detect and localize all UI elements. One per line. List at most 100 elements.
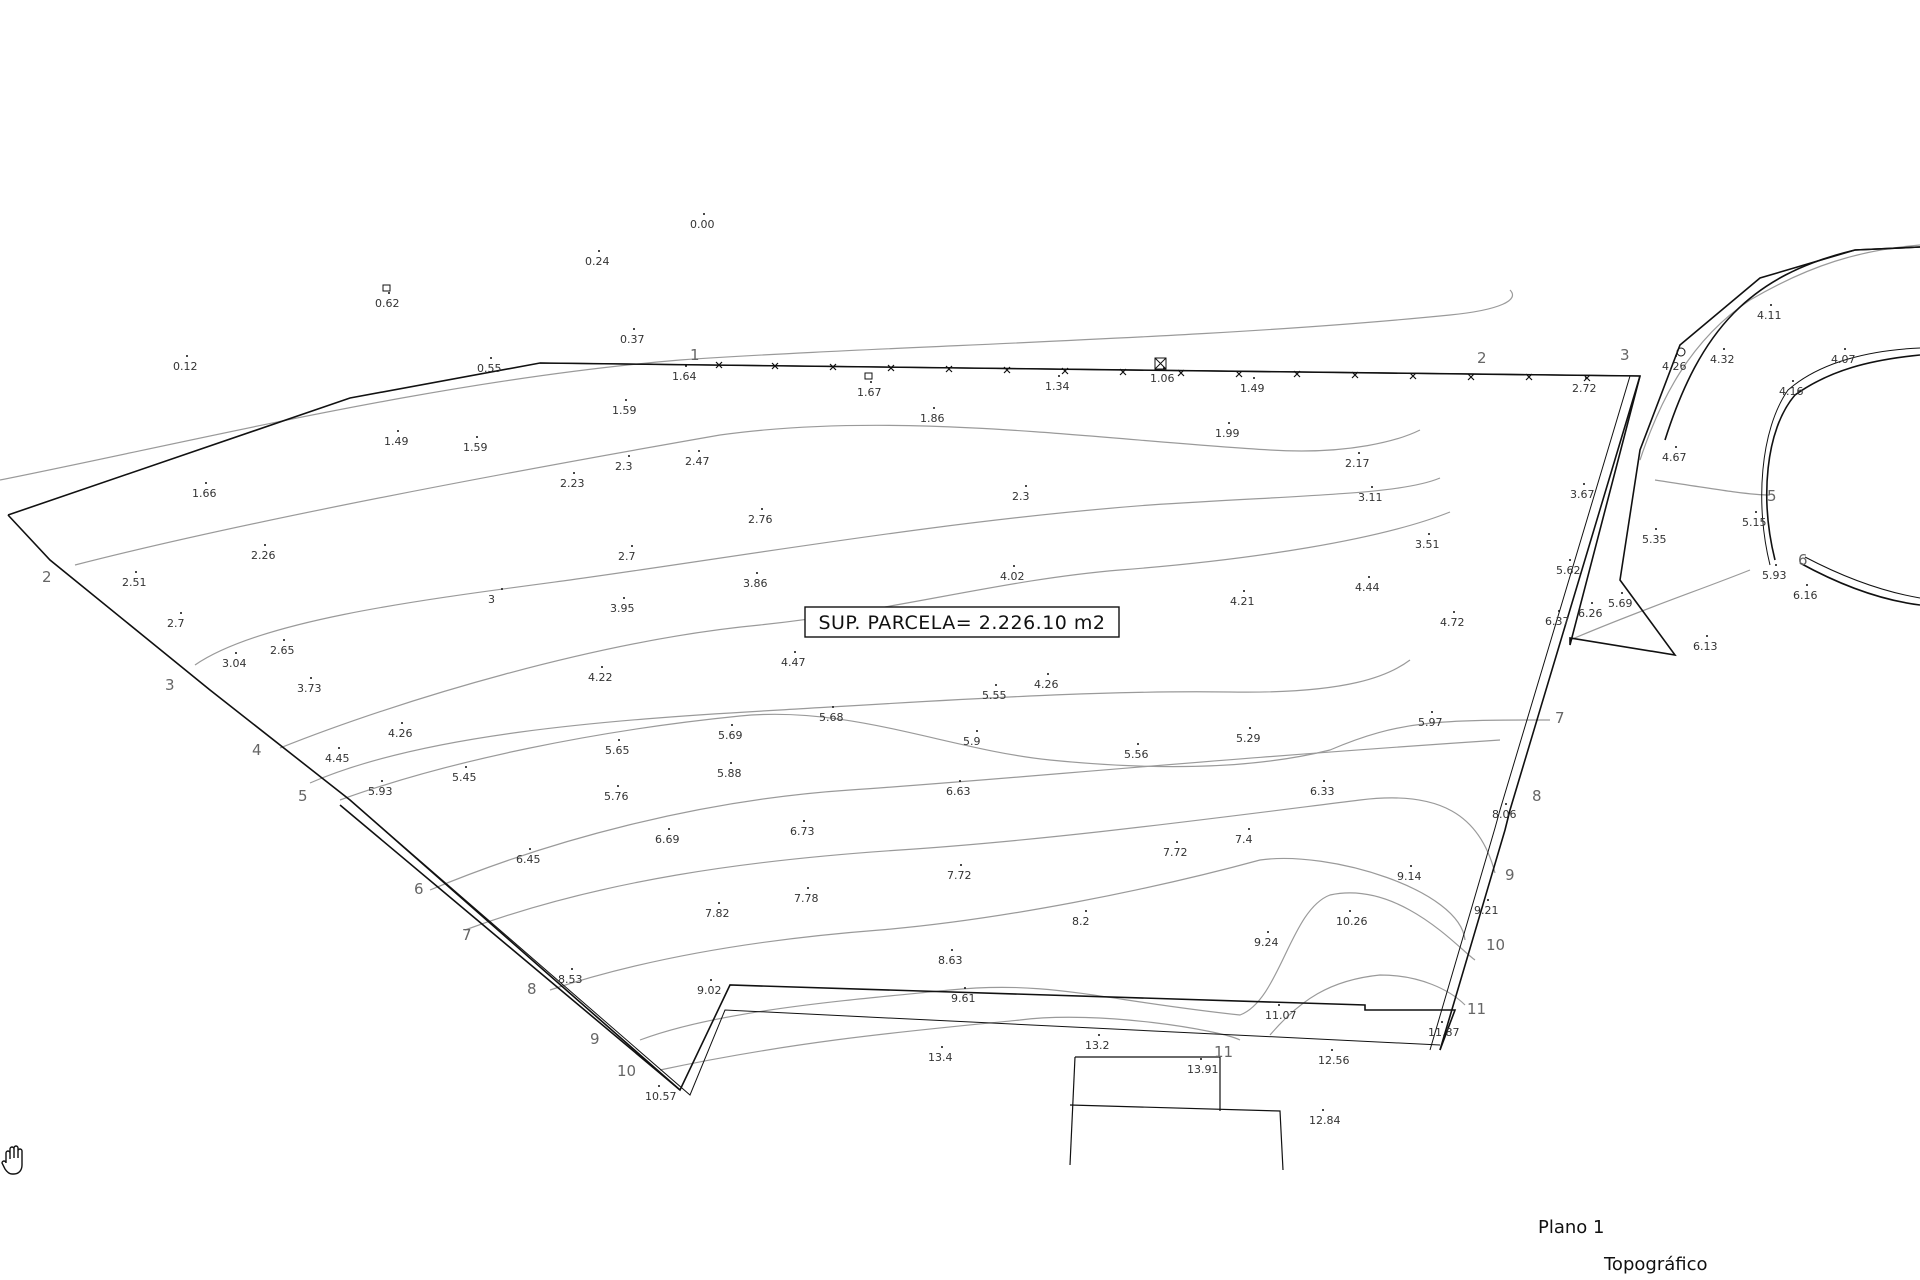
elevation-point bbox=[1806, 584, 1808, 586]
elevation-point bbox=[1137, 743, 1139, 745]
elevation-label: 3.67 bbox=[1570, 488, 1595, 501]
parcel-west-edge bbox=[7, 514, 681, 1091]
elevation-label: 0.12 bbox=[173, 360, 198, 373]
contour-label: 10 bbox=[617, 1062, 636, 1080]
hand-icon[interactable] bbox=[1, 1145, 23, 1175]
elevation-point bbox=[1792, 380, 1794, 382]
elevation-label: 5.93 bbox=[1762, 569, 1787, 582]
elevation-point bbox=[976, 730, 978, 732]
elevation-point bbox=[1368, 576, 1370, 578]
road-curve-inner-double bbox=[1761, 347, 1920, 566]
elevation-point bbox=[941, 1046, 943, 1048]
elevation-label: 6.69 bbox=[655, 833, 680, 846]
elevation-label: 3.04 bbox=[222, 657, 247, 670]
contour-line bbox=[1569, 569, 1751, 641]
elevation-point bbox=[1358, 452, 1360, 454]
contour-label: 8 bbox=[1532, 787, 1542, 805]
elevation-label: 10.57 bbox=[645, 1090, 677, 1103]
elevation-point bbox=[1098, 1034, 1100, 1036]
elevation-label: 5.62 bbox=[1556, 564, 1581, 577]
elevation-point bbox=[1278, 1004, 1280, 1006]
elevation-point bbox=[397, 430, 399, 432]
elevation-label: 5.65 bbox=[605, 744, 630, 757]
elevation-point bbox=[995, 684, 997, 686]
elevation-point bbox=[756, 572, 758, 574]
elevation-label: 1.67 bbox=[857, 386, 882, 399]
elevation-point bbox=[235, 652, 237, 654]
elevation-label: 0.37 bbox=[620, 333, 645, 346]
elevation-label: 2.23 bbox=[560, 477, 585, 490]
elevation-point bbox=[1558, 610, 1560, 612]
survey-point bbox=[1676, 347, 1686, 357]
vertex-label: 2 bbox=[1477, 349, 1487, 367]
elevation-label: 1.59 bbox=[612, 404, 637, 417]
elevation-point bbox=[951, 949, 953, 951]
elevation-label: 3 bbox=[488, 593, 495, 606]
elevation-label: 4.32 bbox=[1710, 353, 1735, 366]
elevation-point bbox=[730, 762, 732, 764]
elevation-label: 1.49 bbox=[1240, 382, 1265, 395]
elevation-point bbox=[1675, 446, 1677, 448]
elevation-label: 2.3 bbox=[615, 460, 633, 473]
elevation-label: 6.63 bbox=[946, 785, 971, 798]
contour-label: 11 bbox=[1214, 1043, 1233, 1061]
elevation-point bbox=[1410, 865, 1412, 867]
elevation-label: 9.21 bbox=[1474, 904, 1499, 917]
contour-line bbox=[309, 659, 1411, 784]
parcel-southwest-edge-inner bbox=[349, 799, 1441, 1096]
contour-label: 7 bbox=[1555, 709, 1565, 727]
elevation-point bbox=[731, 724, 733, 726]
elevation-point bbox=[1176, 841, 1178, 843]
contour-label: 5 bbox=[1767, 487, 1777, 505]
parcel-west-edge-double bbox=[49, 559, 211, 691]
elevation-label: 3.51 bbox=[1415, 538, 1440, 551]
elevation-point bbox=[1323, 780, 1325, 782]
elevation-label: 11.07 bbox=[1265, 1009, 1297, 1022]
elevation-label: 1.59 bbox=[463, 441, 488, 454]
elevation-label: 4.22 bbox=[588, 671, 613, 684]
contour-label: 4 bbox=[252, 741, 262, 759]
contour-label: 3 bbox=[165, 676, 175, 694]
elevation-label: 3.11 bbox=[1358, 491, 1383, 504]
elevation-point bbox=[807, 887, 809, 889]
elevation-label: 0.55 bbox=[477, 362, 502, 375]
elevation-label: 2.47 bbox=[685, 455, 710, 468]
elevation-point bbox=[310, 677, 312, 679]
elevation-label: 2.26 bbox=[251, 549, 276, 562]
elevation-point bbox=[1591, 602, 1593, 604]
contour-line bbox=[1639, 244, 1920, 461]
elevation-label: 4.26 bbox=[1034, 678, 1059, 691]
elevation-label: 3.86 bbox=[743, 577, 768, 590]
elevation-point bbox=[1058, 375, 1060, 377]
contour-line bbox=[0, 289, 1513, 481]
elevation-point bbox=[1431, 711, 1433, 713]
elevation-label: 8.53 bbox=[558, 973, 583, 986]
elevation-label: 0.24 bbox=[585, 255, 610, 268]
elevation-point bbox=[703, 213, 705, 215]
elevation-label: 6.26 bbox=[1578, 607, 1603, 620]
elevation-point bbox=[1655, 528, 1657, 530]
elevation-point bbox=[264, 544, 266, 546]
elevation-point bbox=[573, 472, 575, 474]
contour-line bbox=[464, 797, 1496, 931]
elevation-point bbox=[685, 365, 687, 367]
elevation-label: 5.29 bbox=[1236, 732, 1261, 745]
elevation-label: 1.49 bbox=[384, 435, 409, 448]
elevation-label: 5.68 bbox=[819, 711, 844, 724]
elevation-label: 5.88 bbox=[717, 767, 742, 780]
contour-line bbox=[279, 511, 1451, 749]
elevation-point bbox=[598, 250, 600, 252]
elevation-label: 1.99 bbox=[1215, 427, 1240, 440]
elevation-point bbox=[832, 706, 834, 708]
elevation-label: 4.21 bbox=[1230, 595, 1255, 608]
elevation-point bbox=[1453, 611, 1455, 613]
elevation-point bbox=[571, 968, 573, 970]
contour-label: 10 bbox=[1486, 936, 1505, 954]
elevation-point bbox=[1253, 377, 1255, 379]
elevation-label: 1.66 bbox=[192, 487, 217, 500]
contour-line bbox=[1269, 974, 1466, 1036]
contour-line bbox=[74, 424, 1421, 566]
contour-label: 11 bbox=[1467, 1000, 1486, 1018]
